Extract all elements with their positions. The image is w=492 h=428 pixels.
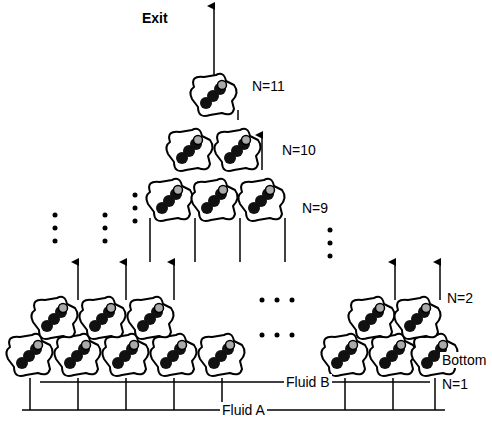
label-text: N=11 [250,78,287,94]
label-text: Exit [140,10,170,26]
label-text: N=2 [445,290,475,306]
label-text: N=9 [300,200,330,216]
label-text: N=1 [440,376,470,392]
label-text: Fluid B [284,374,332,390]
label-text: Bottom [440,352,488,368]
label-text: N=10 [280,142,318,158]
label-text: Fluid A [220,402,267,418]
